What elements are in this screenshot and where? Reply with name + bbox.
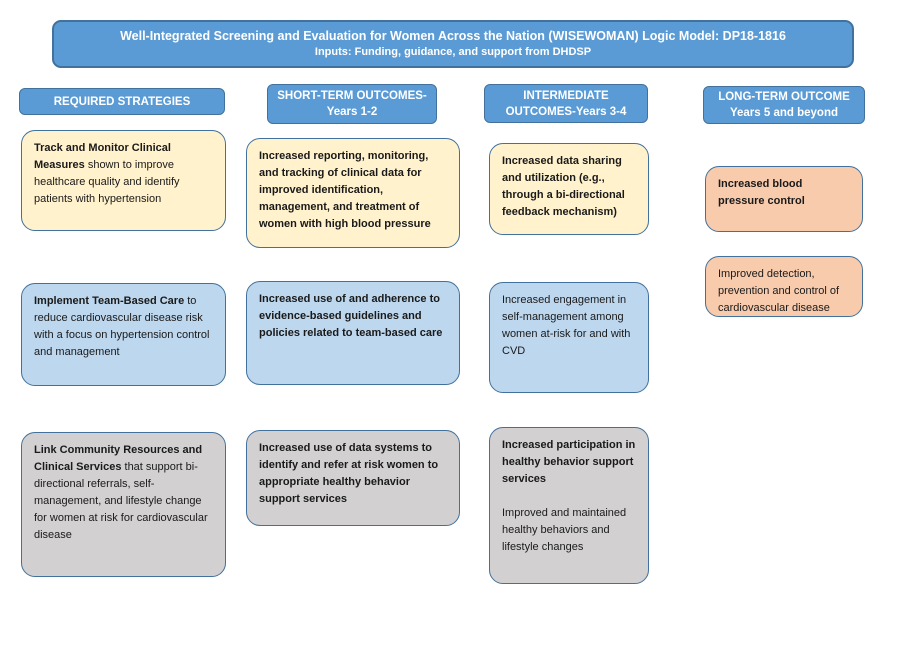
box-text-bold: Increased reporting, monitoring, and tra…	[259, 150, 431, 230]
header-line: OUTCOMES-Years 3-4	[505, 105, 627, 118]
box-increased-engagement-self-management: Increased engagement in self-management …	[489, 282, 649, 393]
box-text: to reduce cardiovascular disease risk wi…	[34, 295, 210, 358]
box-improved-detection-prevention-control: Improved detection, prevention and contr…	[705, 256, 863, 317]
title-banner: Well-Integrated Screening and Evaluation…	[52, 20, 854, 68]
column-header-intermediate-outcomes: INTERMEDIATE OUTCOMES-Years 3-4	[484, 84, 648, 123]
box-increased-use-data-systems: Increased use of data systems to identif…	[246, 430, 460, 526]
box-text: Improved detection, prevention and contr…	[718, 268, 840, 314]
box-text-paragraph2: Improved and maintained healthy behavior…	[502, 507, 627, 553]
box-text: shown to improve healthcare quality and …	[34, 159, 180, 205]
box-increased-blood-pressure-control: Increased blood pressure control	[705, 166, 863, 232]
box-text-bold: Increased use of data systems to identif…	[259, 442, 439, 505]
box-text-bold: Link Community Resources and Clinical Se…	[34, 444, 203, 473]
column-header-long-term-outcome: LONG-TERM OUTCOME Years 5 and beyond	[703, 86, 865, 124]
header-line: Years 5 and beyond	[729, 107, 838, 119]
header-line: SHORT-TERM OUTCOMES-	[277, 90, 427, 102]
diagram-title: Well-Integrated Screening and Evaluation…	[120, 29, 786, 43]
box-text: that support bi-directional referrals, s…	[34, 461, 208, 541]
header-line: Years 1-2	[326, 106, 378, 118]
box-track-monitor-clinical-measures: Track and Monitor Clinical Measures show…	[21, 130, 226, 231]
box-text: Increased engagement in self-management …	[502, 294, 631, 357]
diagram-subtitle-inputs: Inputs: Funding, guidance, and support f…	[314, 46, 592, 58]
box-text-bold: Increased blood pressure control	[718, 178, 805, 207]
box-text-bold: Increased data sharing and utilization (…	[502, 155, 625, 218]
box-text-bold: Track and Monitor Clinical Measures	[34, 142, 171, 171]
box-increased-reporting-monitoring: Increased reporting, monitoring, and tra…	[246, 138, 460, 248]
header-line: LONG-TERM OUTCOME	[718, 91, 850, 103]
header-line: INTERMEDIATE	[523, 89, 609, 102]
box-text-bold: Implement Team-Based Care	[34, 295, 185, 307]
column-header-required-strategies: REQUIRED STRATEGIES	[19, 88, 225, 115]
box-implement-team-based-care: Implement Team-Based Care to reduce card…	[21, 283, 226, 386]
box-increased-data-sharing: Increased data sharing and utilization (…	[489, 143, 649, 235]
box-increased-use-adherence-guidelines: Increased use of and adherence to eviden…	[246, 281, 460, 385]
header-line: REQUIRED STRATEGIES	[53, 95, 191, 108]
box-increased-participation-healthy-behavior: Increased participation in healthy behav…	[489, 427, 649, 584]
box-link-community-resources: Link Community Resources and Clinical Se…	[21, 432, 226, 577]
box-text-bold: Increased use of and adherence to eviden…	[259, 293, 443, 339]
column-header-short-term-outcomes: SHORT-TERM OUTCOMES- Years 1-2	[267, 84, 437, 124]
box-text-bold: Increased participation in healthy behav…	[502, 439, 636, 485]
